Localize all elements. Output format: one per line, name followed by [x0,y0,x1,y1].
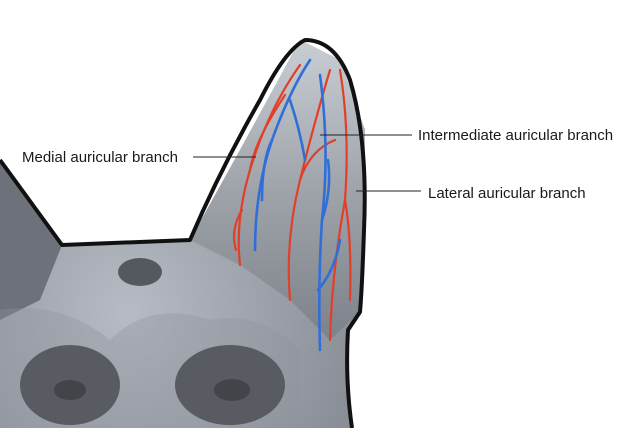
intermediate-auricular-branch-label: Intermediate auricular branch [418,127,614,144]
forehead-marking [118,258,162,286]
right-ear [190,40,365,340]
left-eye [54,380,86,400]
left-ear [0,160,62,320]
right-eye [214,379,250,401]
lateral-auricular-branch-label: Lateral auricular branch [428,185,586,202]
face-shadow [0,308,300,428]
medial-auricular-branch-label: Medial auricular branch [22,149,178,166]
veins [253,58,342,352]
arteries [232,63,352,342]
silhouette-outline [0,38,367,428]
